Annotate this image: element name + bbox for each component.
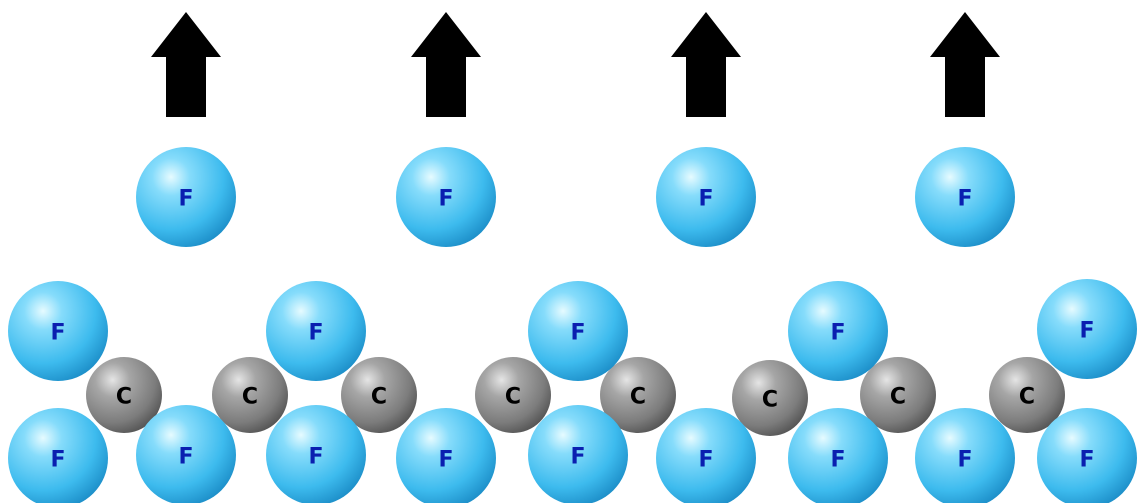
fluorine-sphere	[656, 147, 756, 247]
fluorine-label: F	[308, 445, 323, 470]
chain-carbon-2: C	[212, 357, 288, 433]
carbon-label: C	[630, 385, 646, 410]
up-arrow-icon	[671, 12, 741, 117]
carbon-label: C	[371, 385, 387, 410]
atom-group: F F F F C C C C C C C C F F F F F F F F F F F F F F	[8, 147, 1137, 503]
carbon-label: C	[1019, 385, 1035, 410]
fluorine-sphere	[915, 408, 1015, 503]
fluorine-label: F	[1079, 448, 1094, 473]
fluorine-label: F	[830, 448, 845, 473]
chain-fluorine-lower-1: F	[8, 408, 108, 503]
chain-fluorine-lower-6: F	[656, 408, 756, 503]
fluorine-sphere	[656, 408, 756, 503]
carbon-label: C	[116, 385, 132, 410]
chain-fluorine-lower-2: F	[136, 405, 236, 503]
fluorine-label: F	[957, 448, 972, 473]
carbon-sphere	[86, 357, 162, 433]
fluorine-sphere	[396, 408, 496, 503]
chain-carbon-5: C	[600, 357, 676, 433]
chain-carbon-3: C	[341, 357, 417, 433]
chain-fluorine-upper-2: F	[266, 281, 366, 381]
fluorine-sphere	[8, 408, 108, 503]
fluorine-label: F	[178, 445, 193, 470]
carbon-label: C	[505, 385, 521, 410]
carbon-sphere	[341, 357, 417, 433]
carbon-sphere	[475, 357, 551, 433]
chain-fluorine-lower-3: F	[266, 405, 366, 503]
departing-fluorine-1: F	[136, 147, 236, 247]
fluorine-label: F	[957, 187, 972, 212]
fluorine-label: F	[438, 448, 453, 473]
carbon-label: C	[762, 388, 778, 413]
fluorine-label: F	[570, 445, 585, 470]
fluorine-sphere	[396, 147, 496, 247]
fluorine-sphere	[1037, 408, 1137, 503]
fluorine-label: F	[1079, 319, 1094, 344]
carbon-sphere	[212, 357, 288, 433]
chain-fluorine-upper-5: F	[1037, 279, 1137, 379]
fluorine-sphere	[136, 147, 236, 247]
chain-fluorine-lower-7: F	[788, 408, 888, 503]
fluorine-sphere	[266, 281, 366, 381]
fluorine-label: F	[698, 187, 713, 212]
arrow-group	[151, 12, 1000, 117]
chain-carbon-4: C	[475, 357, 551, 433]
up-arrow-icon	[151, 12, 221, 117]
chain-fluorine-lower-9: F	[1037, 408, 1137, 503]
fluorine-sphere	[1037, 279, 1137, 379]
fluorine-sphere	[788, 281, 888, 381]
fluorine-label: F	[50, 448, 65, 473]
fluorine-sphere	[788, 408, 888, 503]
departing-fluorine-2: F	[396, 147, 496, 247]
fluorine-sphere	[915, 147, 1015, 247]
carbon-sphere	[732, 360, 808, 436]
fluorine-label: F	[308, 321, 323, 346]
fluorine-label: F	[830, 321, 845, 346]
departing-fluorine-4: F	[915, 147, 1015, 247]
up-arrow-icon	[930, 12, 1000, 117]
chain-fluorine-upper-1: F	[8, 281, 108, 381]
chain-carbon-6: C	[732, 360, 808, 436]
carbon-sphere	[860, 357, 936, 433]
chain-carbon-8: C	[989, 357, 1065, 433]
chain-fluorine-lower-4: F	[396, 408, 496, 503]
chain-fluorine-lower-8: F	[915, 408, 1015, 503]
carbon-sphere	[989, 357, 1065, 433]
fluorine-label: F	[438, 187, 453, 212]
fluorine-label: F	[178, 187, 193, 212]
carbon-label: C	[890, 385, 906, 410]
fluorine-sphere	[528, 281, 628, 381]
fluorine-sphere	[8, 281, 108, 381]
fluorine-sphere	[266, 405, 366, 503]
chain-carbon-7: C	[860, 357, 936, 433]
fluorine-sphere	[136, 405, 236, 503]
chain-fluorine-upper-3: F	[528, 281, 628, 381]
up-arrow-icon	[411, 12, 481, 117]
fluorine-label: F	[570, 321, 585, 346]
chain-fluorine-upper-4: F	[788, 281, 888, 381]
fluorine-label: F	[698, 448, 713, 473]
carbon-label: C	[242, 385, 258, 410]
fluorine-sphere	[528, 405, 628, 503]
fluorine-label: F	[50, 321, 65, 346]
carbon-sphere	[600, 357, 676, 433]
chain-carbon-1: C	[86, 357, 162, 433]
chain-fluorine-lower-5: F	[528, 405, 628, 503]
departing-fluorine-3: F	[656, 147, 756, 247]
